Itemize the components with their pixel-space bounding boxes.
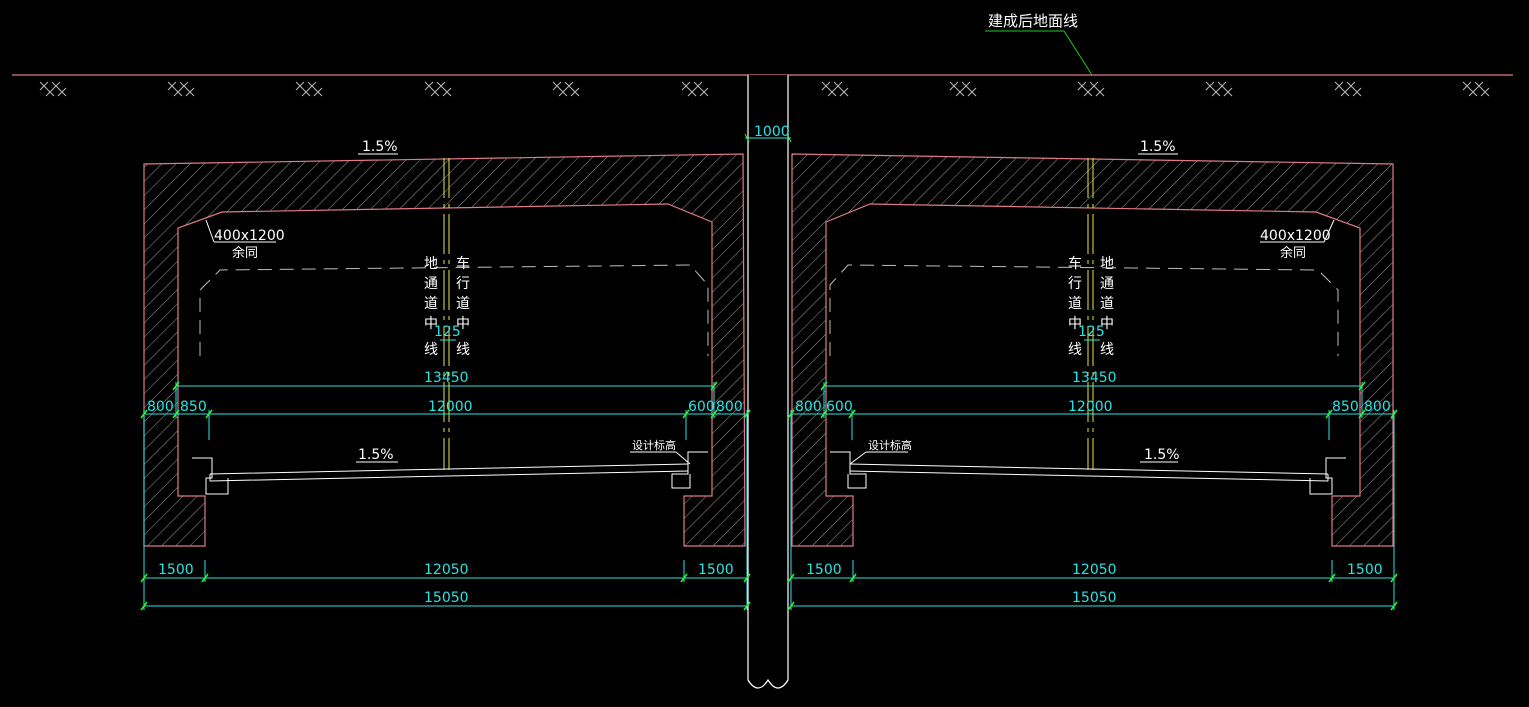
right-dim-ticks bbox=[787, 381, 1398, 611]
right-dim-clear: 12000 bbox=[1068, 399, 1113, 415]
svg-text:线: 线 bbox=[456, 342, 470, 358]
slope-floor-left: 1.5% bbox=[358, 447, 394, 463]
svg-text:线: 线 bbox=[424, 342, 438, 358]
left-dashed-clearance bbox=[199, 264, 709, 356]
haunch-right-label: 400x1200 bbox=[1260, 228, 1331, 244]
haunch-left-note: 余同 bbox=[232, 245, 258, 261]
left-dim-side-r: 600 bbox=[688, 399, 715, 415]
right-drain-right bbox=[1309, 457, 1346, 495]
left-centerline-text-tunnel: 地 通 道 中 线 bbox=[424, 256, 438, 358]
left-drain-left bbox=[192, 457, 229, 495]
svg-text:中: 中 bbox=[1100, 316, 1114, 332]
left-drain-right bbox=[671, 451, 708, 489]
svg-text:行: 行 bbox=[456, 276, 470, 292]
svg-text:通: 通 bbox=[1100, 276, 1114, 292]
soil-symbols bbox=[39, 81, 1490, 97]
pile-diameter-label: 1000 bbox=[754, 124, 790, 140]
svg-text:车: 车 bbox=[456, 255, 470, 272]
left-dim-total: 15050 bbox=[424, 590, 469, 606]
svg-text:车: 车 bbox=[1068, 255, 1082, 272]
right-dashed-clearance bbox=[829, 264, 1339, 356]
design-elev-left: 设计标高 bbox=[632, 438, 676, 452]
svg-text:中: 中 bbox=[1068, 316, 1082, 332]
left-offset-label: 125 bbox=[434, 324, 461, 340]
right-concrete-section bbox=[791, 153, 1394, 547]
svg-text:行: 行 bbox=[1068, 276, 1082, 292]
right-centerline-text-tunnel: 地 通 道 中 线 bbox=[1100, 256, 1114, 358]
right-dimensions bbox=[790, 382, 1395, 610]
right-box-culvert bbox=[791, 153, 1394, 547]
left-dim-wall-r: 800 bbox=[716, 399, 743, 415]
left-centerline-text-road: 车 行 道 中 线 bbox=[456, 255, 470, 358]
pile-outline bbox=[747, 75, 789, 689]
left-dimensions bbox=[143, 382, 748, 610]
right-dim-base-r: 1500 bbox=[1347, 562, 1383, 578]
left-dim-base-r: 1500 bbox=[698, 562, 734, 578]
svg-text:道: 道 bbox=[1100, 296, 1114, 312]
slope-top-left: 1.5% bbox=[362, 139, 398, 155]
ground-line-label: 建成后地面线 bbox=[988, 12, 1078, 30]
right-dim-base-l: 1500 bbox=[806, 562, 842, 578]
left-box-culvert bbox=[143, 153, 746, 547]
left-dim-wall-l: 800 bbox=[147, 399, 174, 415]
right-dim-total: 15050 bbox=[1072, 590, 1117, 606]
slope-floor-right: 1.5% bbox=[1144, 447, 1180, 463]
right-dim-base-mid: 12050 bbox=[1072, 562, 1117, 578]
left-dim-side-l: 850 bbox=[180, 399, 207, 415]
right-drain-left bbox=[830, 451, 867, 489]
svg-text:道: 道 bbox=[424, 296, 438, 312]
left-dim-base-mid: 12050 bbox=[424, 562, 469, 578]
slope-top-right: 1.5% bbox=[1140, 139, 1176, 155]
svg-text:线: 线 bbox=[1100, 342, 1114, 358]
haunch-right-note: 余同 bbox=[1280, 245, 1306, 261]
left-concrete-section bbox=[143, 153, 746, 547]
svg-text:地: 地 bbox=[1100, 256, 1114, 272]
svg-text:地: 地 bbox=[424, 256, 438, 272]
svg-text:中: 中 bbox=[456, 316, 470, 332]
right-centerline-text-road: 车 行 道 中 线 bbox=[1068, 255, 1082, 358]
haunch-right-leader bbox=[1323, 219, 1335, 243]
center-pile: 1000 bbox=[744, 75, 792, 689]
ground-line-leader-diag bbox=[1063, 30, 1093, 76]
left-dim-inner-total: 13450 bbox=[424, 370, 469, 386]
slope-marks bbox=[356, 153, 1178, 463]
svg-text:线: 线 bbox=[1068, 342, 1082, 358]
right-dim-inner-total: 13450 bbox=[1072, 370, 1117, 386]
right-dim-wall-r: 800 bbox=[1364, 399, 1391, 415]
left-dim-ticks bbox=[140, 381, 751, 611]
svg-text:通: 通 bbox=[424, 276, 438, 292]
svg-text:中: 中 bbox=[424, 316, 438, 332]
haunch-left-leader bbox=[205, 219, 215, 243]
svg-text:道: 道 bbox=[1068, 296, 1082, 312]
left-dim-clear: 12000 bbox=[428, 399, 473, 415]
left-dim-base-l: 1500 bbox=[158, 562, 194, 578]
right-dim-side-l: 600 bbox=[826, 399, 853, 415]
right-dim-side-r: 850 bbox=[1332, 399, 1359, 415]
design-elev-right: 设计标高 bbox=[868, 438, 912, 452]
haunch-left-label: 400x1200 bbox=[214, 228, 285, 244]
right-floor-slab bbox=[849, 463, 1329, 482]
svg-text:道: 道 bbox=[456, 296, 470, 312]
right-dim-wall-l: 800 bbox=[795, 399, 822, 415]
right-offset-label: 125 bbox=[1078, 324, 1105, 340]
